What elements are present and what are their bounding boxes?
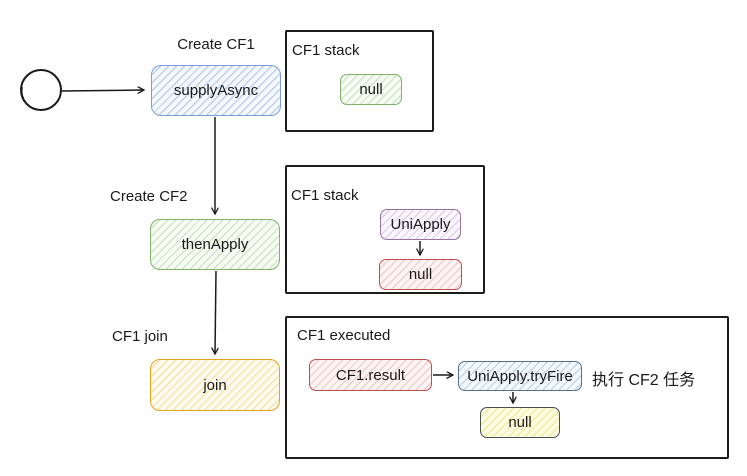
- node-uni-apply: UniApply: [380, 209, 461, 240]
- arrow-start-to-supplyasync: [61, 90, 144, 91]
- node-stack1-null: null: [340, 74, 402, 105]
- container-cf1-executed-label: CF1 executed: [297, 327, 391, 344]
- node-exec-null: null: [480, 407, 560, 438]
- label-create-cf1: Create CF1: [177, 36, 255, 53]
- node-then-apply: thenApply: [150, 219, 280, 270]
- node-join: join: [150, 359, 280, 411]
- label-create-cf2: Create CF2: [110, 188, 188, 205]
- container-cf1-stack-2-label: CF1 stack: [291, 187, 359, 204]
- start-circle: [20, 69, 62, 111]
- node-stack2-null: null: [379, 259, 462, 290]
- node-supply-async: supplyAsync: [151, 65, 281, 116]
- label-exec-cf2-task: 执行 CF2 任务: [592, 372, 696, 389]
- label-cf1-join: CF1 join: [112, 328, 168, 345]
- node-uniapply-tryfire: UniApply.tryFire: [458, 361, 582, 391]
- arrow-thenapply-to-join: [215, 270, 216, 354]
- container-cf1-stack-1-label: CF1 stack: [292, 42, 360, 59]
- node-cf1-result: CF1.result: [309, 359, 432, 391]
